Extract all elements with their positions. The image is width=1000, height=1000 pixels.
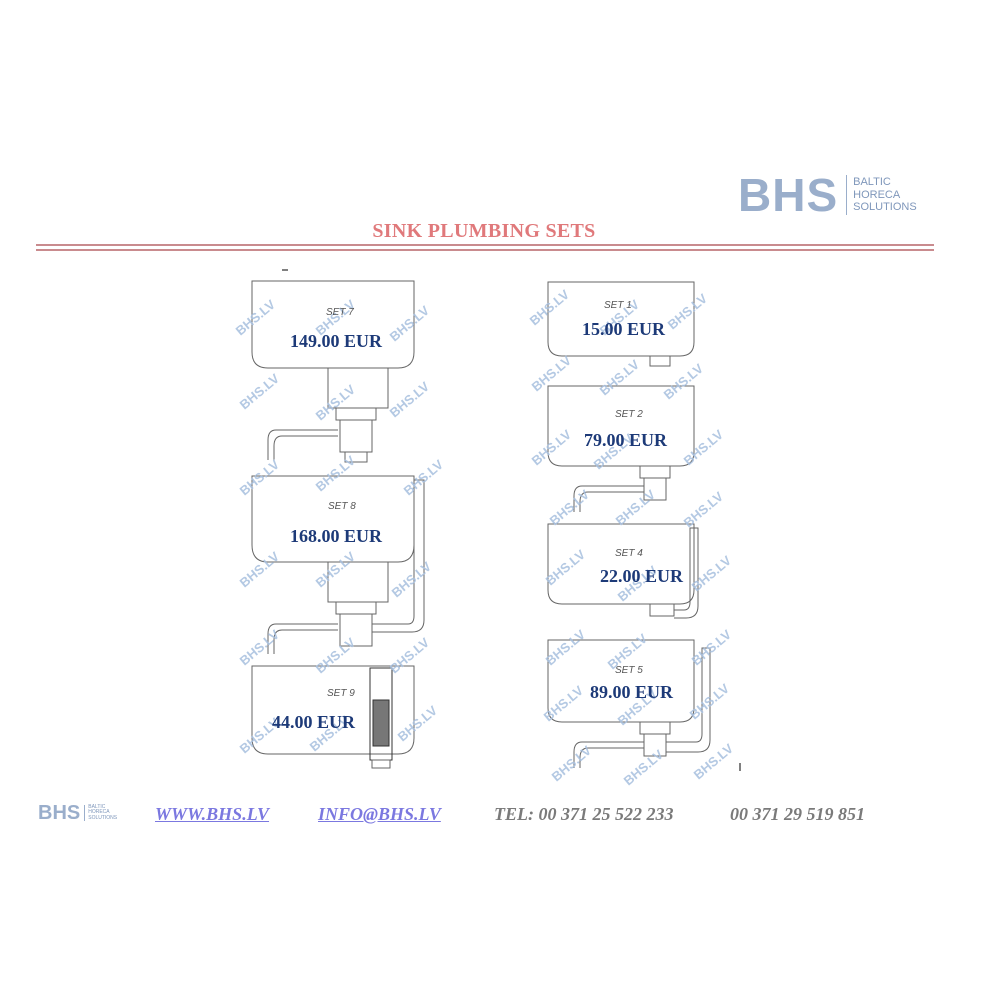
set9-price: 44.00 EUR: [272, 712, 356, 732]
set2-drawing: [547, 385, 695, 512]
footer-logo-line-2: HORECA: [88, 809, 110, 816]
set5-drawing: [547, 639, 711, 768]
email-link[interactable]: INFO@BHS.LV: [318, 804, 441, 824]
set2-label: SET 2: [615, 409, 643, 420]
set9-label: SET 9: [327, 688, 355, 699]
set7-label: SET 7: [326, 307, 354, 318]
page-title: SINK PLUMBING SETS: [372, 220, 596, 242]
set8-price: 168.00 EUR: [290, 526, 383, 546]
set4-price: 22.00 EUR: [600, 566, 684, 586]
footer-logo-divider: [84, 805, 86, 821]
logo-line-3: SOLUTIONS: [853, 201, 917, 214]
set1-price: 15.00 EUR: [582, 319, 666, 339]
phone-primary: TEL: 00 371 25 522 233: [494, 804, 674, 824]
website-link[interactable]: WWW.BHS.LV: [155, 804, 270, 824]
footer-logo-mark: BHS: [38, 802, 81, 824]
set5-label: SET 5: [615, 665, 643, 676]
set8-drawing: [251, 475, 425, 654]
set2-price: 79.00 EUR: [584, 430, 668, 450]
footer-logo-wordmark: BALTIC HORECA SOLUTIONS: [88, 803, 118, 822]
logo-line-1: BALTIC: [853, 176, 891, 189]
logo-wordmark: BALTIC HORECA SOLUTIONS: [853, 176, 917, 214]
set4-label: SET 4: [615, 548, 643, 559]
set8-label: SET 8: [328, 501, 356, 512]
phone-secondary: 00 371 29 519 851: [730, 804, 865, 824]
set7-drawing: [251, 280, 415, 463]
brand-logo: BHS BALTIC HORECA SOLUTIONS: [738, 172, 917, 218]
set1-label: SET 1: [604, 300, 632, 311]
logo-divider: [846, 175, 848, 215]
footer-logo: BHS BALTIC HORECA SOLUTIONS: [38, 803, 117, 823]
title-rule-top: [36, 244, 934, 246]
footer: BHS BALTIC HORECA SOLUTIONS WWW.BHS.LV I…: [38, 800, 938, 830]
set1-drawing: [547, 281, 695, 367]
logo-mark: BHS: [738, 169, 839, 221]
set4-drawing: [547, 523, 699, 619]
title-rule-bottom: [36, 249, 934, 251]
footer-logo-line-1: BALTIC: [88, 803, 106, 810]
logo-line-2: HORECA: [853, 188, 901, 201]
footer-logo-line-3: SOLUTIONS: [88, 814, 118, 821]
set5-price: 89.00 EUR: [590, 682, 674, 702]
set9-drawing: [251, 665, 415, 769]
set7-price: 149.00 EUR: [290, 331, 383, 351]
